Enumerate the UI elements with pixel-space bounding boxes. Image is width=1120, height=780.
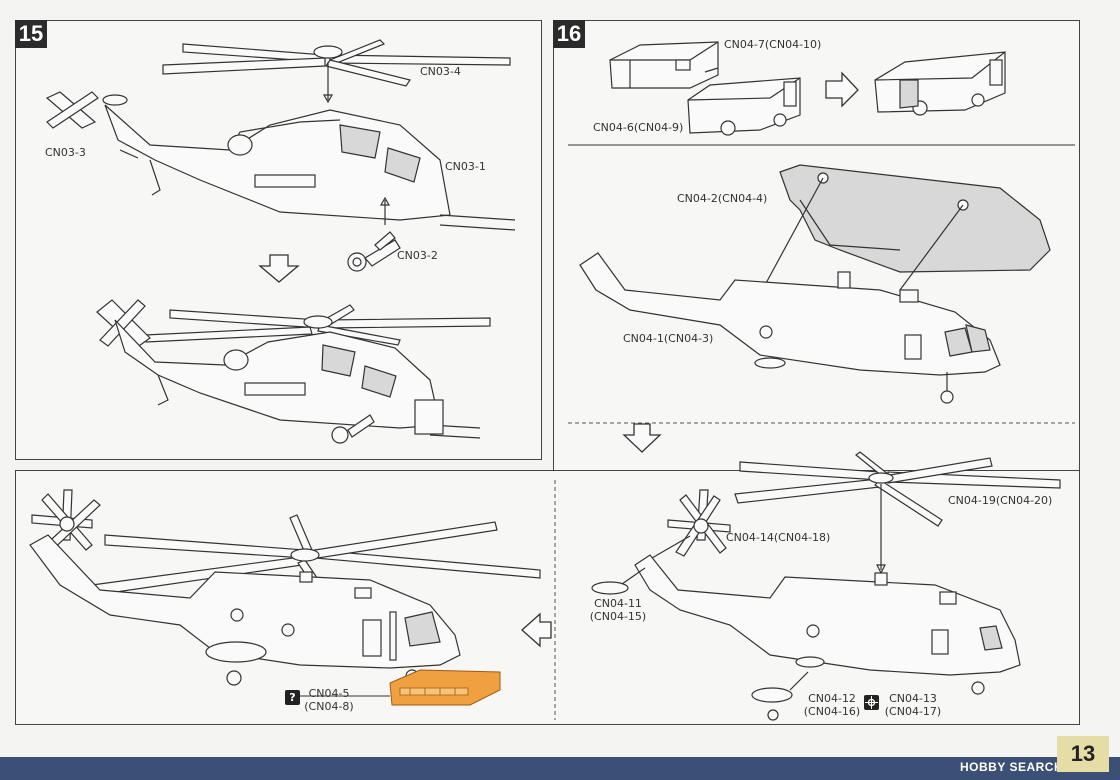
step-16-badge: 16	[553, 20, 585, 48]
label-cn04-5: CN04-5 (CN04-8)	[300, 687, 358, 713]
label-cn03-1: CN03-1	[445, 160, 486, 173]
label-cn03-4: CN03-4	[420, 65, 461, 78]
page-number: 13	[1057, 736, 1109, 772]
label-cn04-13-line1: CN04-13	[889, 692, 937, 705]
transport-helicopter-rotor-assembly	[591, 451, 1061, 721]
label-cn04-11-line1: CN04-11	[594, 597, 642, 610]
label-cn04-14: CN04-14(CN04-18)	[726, 531, 831, 544]
glue-icon	[864, 695, 879, 710]
attack-helicopter-exploded	[45, 39, 516, 272]
truck-subassembly	[609, 41, 1006, 136]
tail-rotor-star	[667, 489, 731, 557]
fuselage-shell	[764, 164, 1051, 291]
down-arrow-icon	[622, 423, 662, 453]
label-cn04-13-line2: (CN04-17)	[884, 705, 942, 718]
final-transport-helicopter	[29, 489, 541, 706]
label-cn04-5-line2: (CN04-8)	[304, 700, 354, 713]
attack-helicopter-assembled	[96, 299, 491, 444]
label-cn03-2: CN03-2	[397, 249, 438, 262]
label-cn04-12-line1: CN04-12	[808, 692, 856, 705]
question-icon: ?	[285, 690, 300, 705]
label-cn04-11: CN04-11 (CN04-15)	[588, 597, 648, 623]
transport-helicopter-fuselage	[579, 252, 1001, 404]
label-cn04-11-line2: (CN04-15)	[589, 610, 647, 623]
highlighted-rack-part	[300, 669, 501, 706]
page-footer-bar	[0, 757, 1120, 780]
watermark: HOBBY SEARCH	[960, 760, 1064, 774]
label-cn04-6: CN04-6(CN04-9)	[593, 121, 684, 134]
left-arrow-icon	[521, 612, 552, 648]
label-cn04-1: CN04-1(CN04-3)	[623, 332, 714, 345]
step-15-badge: 15	[15, 20, 47, 48]
label-cn04-5-line1: CN04-5	[308, 687, 350, 700]
label-cn04-12-line2: (CN04-16)	[803, 705, 861, 718]
right-arrow-icon	[825, 71, 859, 108]
label-cn04-2: CN04-2(CN04-4)	[677, 192, 768, 205]
label-cn04-12: CN04-12 (CN04-16)	[801, 692, 863, 718]
label-cn04-19: CN04-19(CN04-20)	[948, 494, 1053, 507]
label-cn04-7: CN04-7(CN04-10)	[724, 38, 822, 51]
down-arrow-icon	[258, 254, 300, 283]
label-cn04-13: CN04-13 (CN04-17)	[882, 692, 944, 718]
label-cn03-3: CN03-3	[45, 146, 86, 159]
